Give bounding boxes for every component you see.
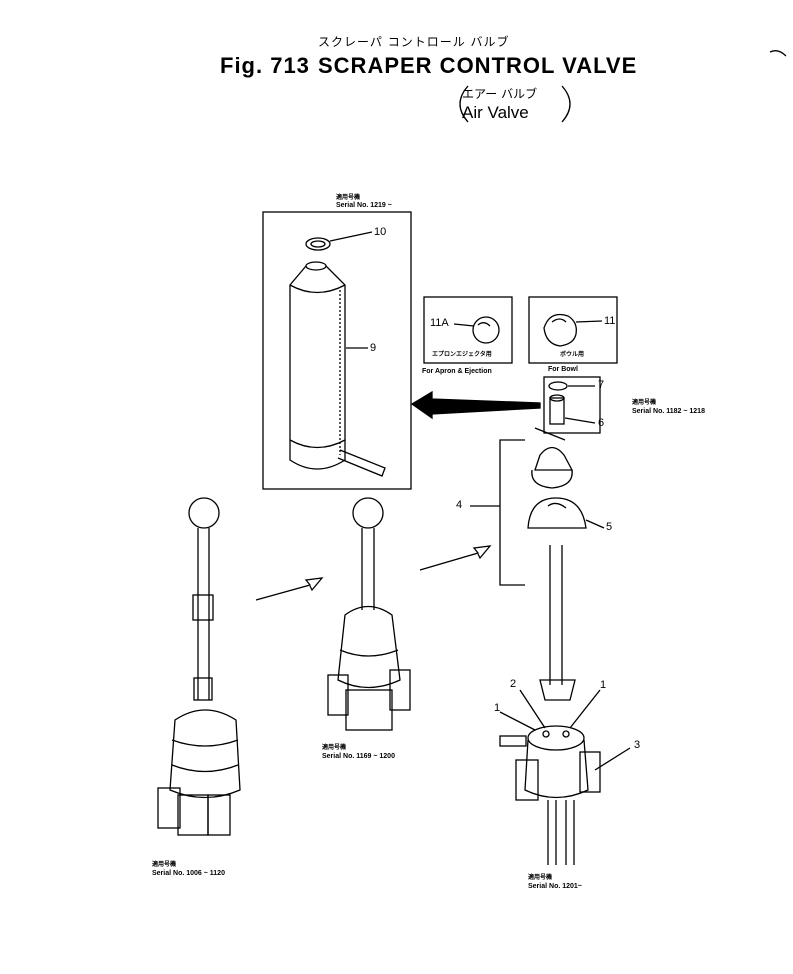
fig-label: Fig. 713 xyxy=(220,53,310,78)
arrow-right-2 xyxy=(419,545,492,571)
callout-11a: 11A xyxy=(430,317,449,329)
part-5-cover xyxy=(527,497,605,529)
part-4-boot xyxy=(531,427,574,489)
part-10-ring xyxy=(305,231,373,251)
callout-7: 7 xyxy=(598,379,605,391)
serial-bottom-jp: 適用号機 xyxy=(528,875,553,881)
serial-left: Serial No. 1006 ~ 1120 xyxy=(152,870,225,877)
callout-6: 6 xyxy=(598,417,605,429)
callout-1-right: 1 xyxy=(600,679,607,691)
subtitle-jp: エアー バルブ xyxy=(462,87,538,101)
callout-5: 5 xyxy=(606,521,613,533)
assembly-left xyxy=(157,497,241,836)
callout-3: 3 xyxy=(634,739,641,751)
box-apron xyxy=(423,296,513,364)
serial-right-jp: 適用号機 xyxy=(632,400,657,406)
box-bowl xyxy=(528,296,618,364)
bowl-label-jp: ボウル用 xyxy=(560,352,585,358)
part-11a-knob xyxy=(453,316,500,344)
callout-1-left: 1 xyxy=(494,702,501,714)
box-serial-1182 xyxy=(543,376,601,434)
assembly-right xyxy=(499,545,631,865)
corner-mark xyxy=(769,50,787,57)
part-6-sleeve xyxy=(549,394,596,425)
bracket-4 xyxy=(499,439,525,586)
serial-mid: Serial No. 1169 ~ 1200 xyxy=(322,753,395,760)
paren-left xyxy=(459,85,469,123)
part-9-cylinder xyxy=(289,261,386,477)
callout-9: 9 xyxy=(370,342,377,354)
callout-10: 10 xyxy=(374,226,387,238)
callout-4: 4 xyxy=(456,499,463,511)
callout-11: 11 xyxy=(604,315,616,327)
serial-mid-jp: 適用号機 xyxy=(322,745,347,751)
apron-label: For Apron & Ejection xyxy=(422,368,492,375)
serial-top-jp: 適用号機 xyxy=(336,195,361,201)
arrow-left xyxy=(410,390,541,420)
jp-title: スクレーパ コントロール バルブ xyxy=(318,35,510,49)
subtitle-en: Air Valve xyxy=(462,103,529,122)
assembly-middle xyxy=(327,497,411,731)
page-title: SCRAPER CONTROL VALVE xyxy=(318,53,638,78)
part-11-knob xyxy=(543,313,603,347)
apron-label-jp: エプロンエジェクタ用 xyxy=(432,352,492,358)
serial-left-jp: 適用号機 xyxy=(152,862,177,868)
arrow-right-1 xyxy=(255,577,324,601)
callout-2: 2 xyxy=(510,678,517,690)
box-serial-1219 xyxy=(262,211,412,490)
serial-right: Serial No. 1182 ~ 1218 xyxy=(632,408,705,415)
bowl-label: For Bowl xyxy=(548,366,578,373)
serial-bottom: Serial No. 1201~ xyxy=(528,883,582,890)
paren-right xyxy=(561,85,571,123)
serial-top: Serial No. 1219 ~ xyxy=(336,202,392,209)
part-7-clip xyxy=(548,381,595,391)
